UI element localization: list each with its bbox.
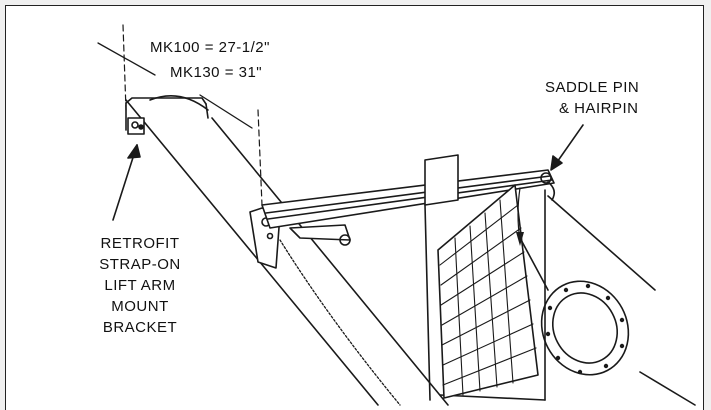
bracket-label: RETROFIT STRAP-ON LIFT ARM MOUNT BRACKET: [90, 233, 190, 338]
saddle-pin-line-1: SADDLE PIN: [545, 79, 640, 96]
bracket-line-2: STRAP-ON: [99, 256, 181, 273]
saddle-pin-arrow: [550, 124, 584, 171]
dimension-leaders: [97, 42, 253, 129]
bracket-line-1: RETROFIT: [100, 235, 180, 252]
lift-cable: [279, 239, 401, 406]
mount-bracket: [125, 97, 209, 135]
drive-tube: [504, 195, 696, 406]
bracket-line-5: BRACKET: [102, 319, 178, 336]
saddle-pin-label: SADDLE PIN & HAIRPIN: [545, 77, 639, 119]
arm-strut: [289, 224, 351, 246]
support-post: [424, 154, 546, 401]
bracket-line-4: MOUNT: [111, 298, 169, 315]
dimension-mk100: MK100 = 27-1/2": [150, 39, 270, 56]
saddle-pin-line-2: & HAIRPIN: [559, 100, 639, 117]
mesh-screen: [437, 184, 539, 399]
dimension-lines: [122, 24, 263, 206]
bracket-line-3: LIFT ARM: [104, 277, 176, 294]
bracket-arrow: [112, 144, 141, 221]
dimension-mk130: MK130 = 31": [170, 64, 263, 81]
